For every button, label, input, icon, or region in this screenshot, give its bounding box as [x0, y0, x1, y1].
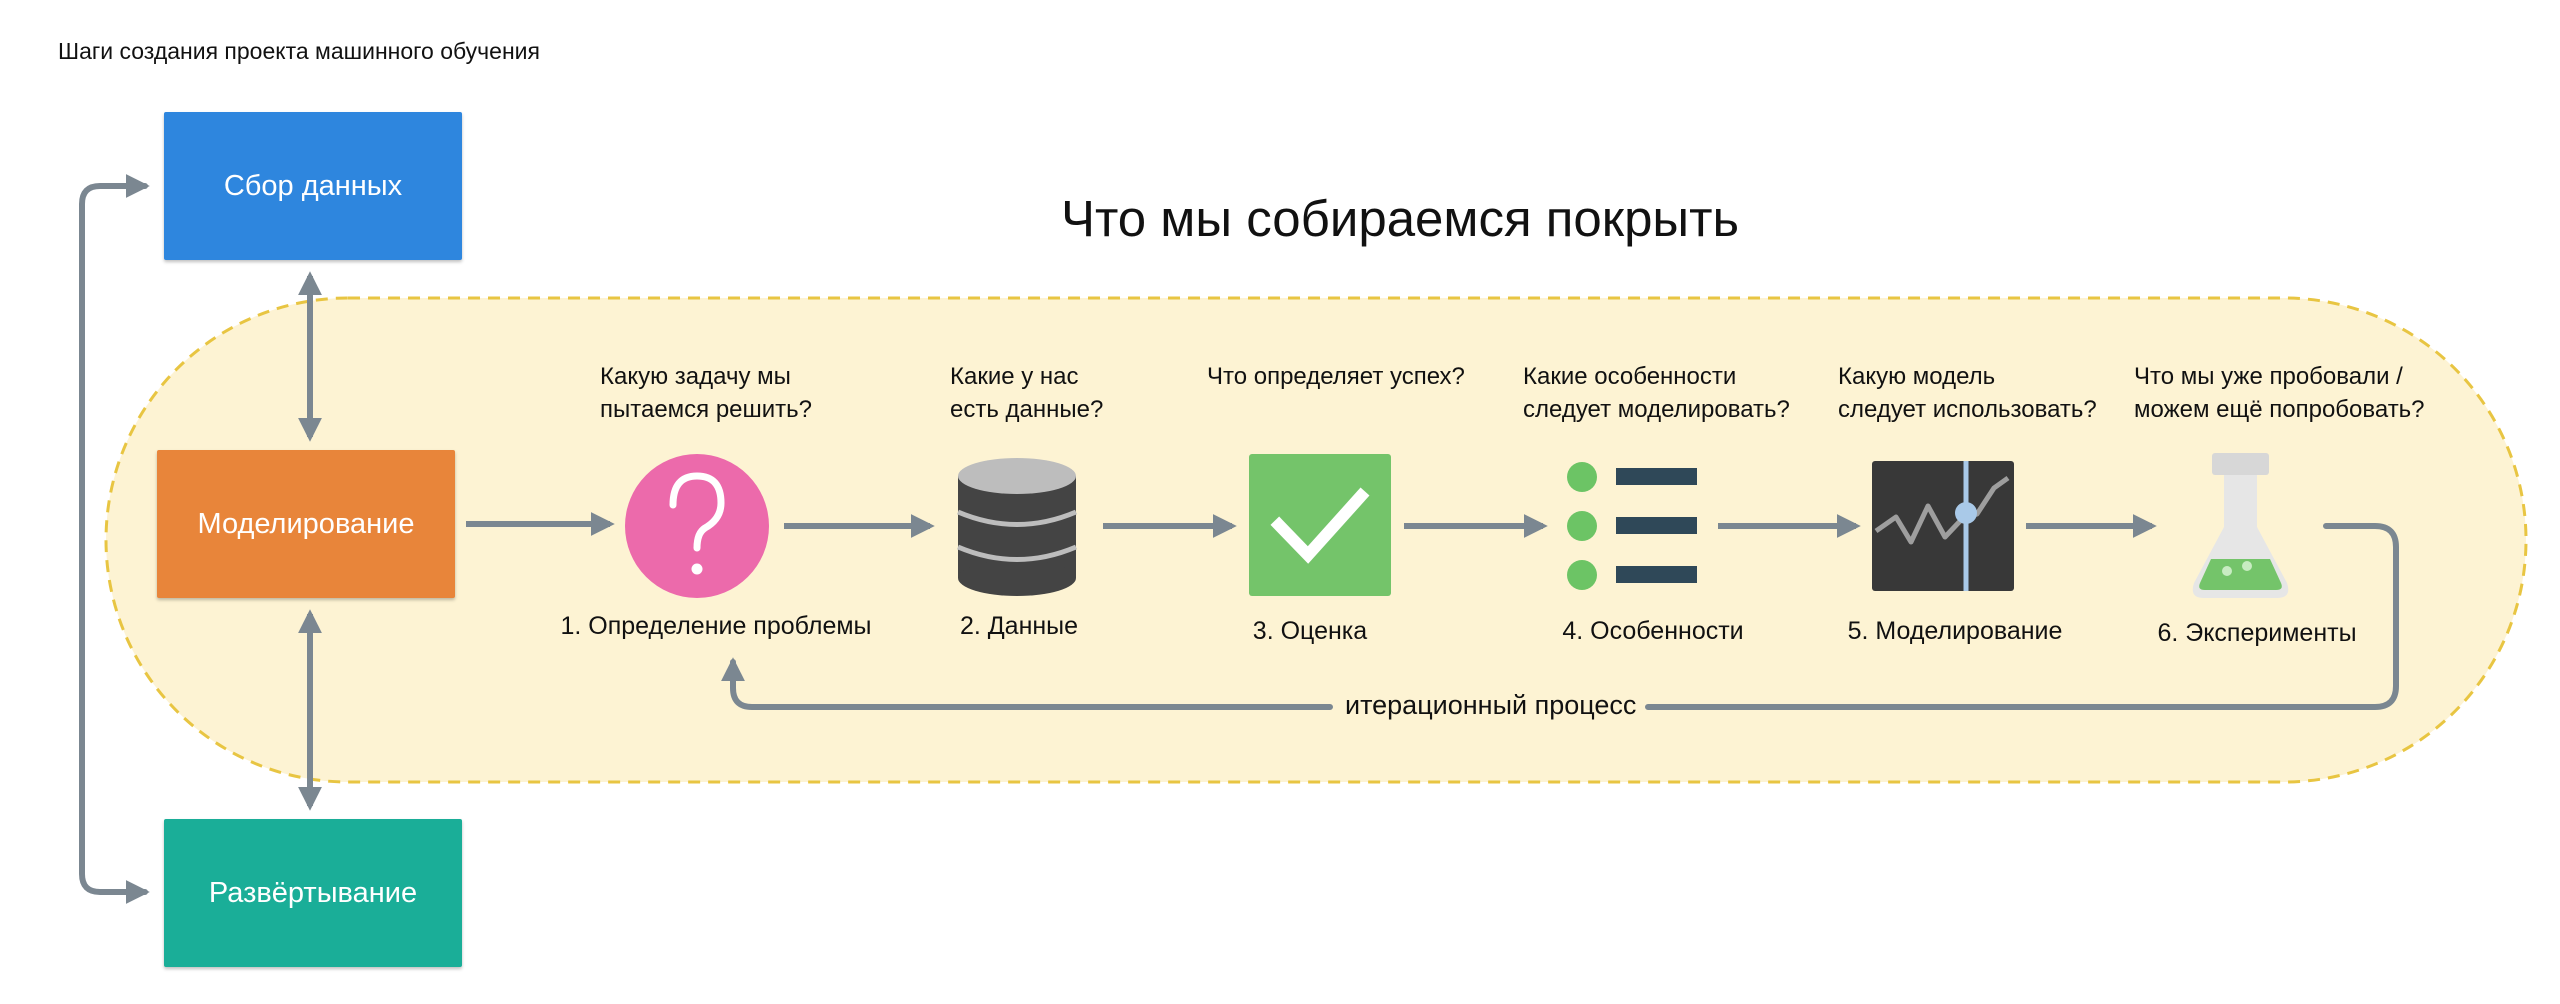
step-6-question-line2: можем ещё попробовать? — [2134, 396, 2425, 423]
step-5-label: 5. Моделирование — [1847, 617, 2063, 645]
step-2-question-line2: есть данные? — [950, 396, 1104, 423]
page-title: Шаги создания проекта машинного обучения — [58, 38, 540, 64]
step-1-label: 1. Определение проблемы — [560, 612, 872, 640]
list-icon — [1567, 462, 1697, 590]
step-5-question-line2: следует использовать? — [1838, 396, 2097, 423]
step-2-label: 2. Данные — [959, 612, 1079, 640]
outer-loop-arrow — [79, 174, 150, 904]
step-4-question-line1: Какие особенности — [1523, 363, 1737, 390]
step-5-question: Какую модель следует использовать? — [1838, 360, 2097, 426]
chart-icon — [1872, 461, 2014, 591]
step-1-question: Какую задачу мы пытаемся решить? — [600, 360, 812, 426]
step-3-question-line1: Что определяет успех? — [1207, 363, 1465, 390]
question-icon — [625, 454, 769, 598]
step-6-question: Что мы уже пробовали / можем ещё попробо… — [2134, 360, 2425, 426]
iteration-loop-left — [721, 657, 1333, 710]
step-4-question-line2: следует моделировать? — [1523, 396, 1790, 423]
step-2-question-line1: Какие у нас — [950, 363, 1079, 390]
step-1-question-line1: Какую задачу мы — [600, 363, 791, 390]
step-6-label: 6. Эксперименты — [2157, 619, 2357, 647]
step-3-label: 3. Оценка — [1252, 617, 1368, 645]
database-icon — [957, 458, 1077, 596]
iteration-label: итерационный процесс — [1345, 690, 1637, 720]
step-3-question: Что определяет успех? — [1207, 360, 1465, 393]
step-2-question: Какие у нас есть данные? — [950, 360, 1103, 426]
section-heading: Что мы собираемся покрыть — [1061, 190, 1740, 247]
step-4-question: Какие особенности следует моделировать? — [1523, 360, 1790, 426]
collect-data-box[interactable]: Сбор данных — [164, 112, 462, 260]
step-4-label: 4. Особенности — [1562, 617, 1744, 645]
step-1-question-line2: пытаемся решить? — [600, 396, 813, 423]
iteration-loop-right — [1645, 523, 2399, 710]
flask-icon — [2192, 453, 2289, 598]
checkmark-icon — [1249, 454, 1391, 596]
modeling-box[interactable]: Моделирование — [157, 450, 455, 598]
deploy-box[interactable]: Развёртывание — [164, 819, 462, 967]
step-6-question-line1: Что мы уже пробовали / — [2134, 363, 2403, 390]
step-5-question-line1: Какую модель — [1838, 363, 1996, 390]
